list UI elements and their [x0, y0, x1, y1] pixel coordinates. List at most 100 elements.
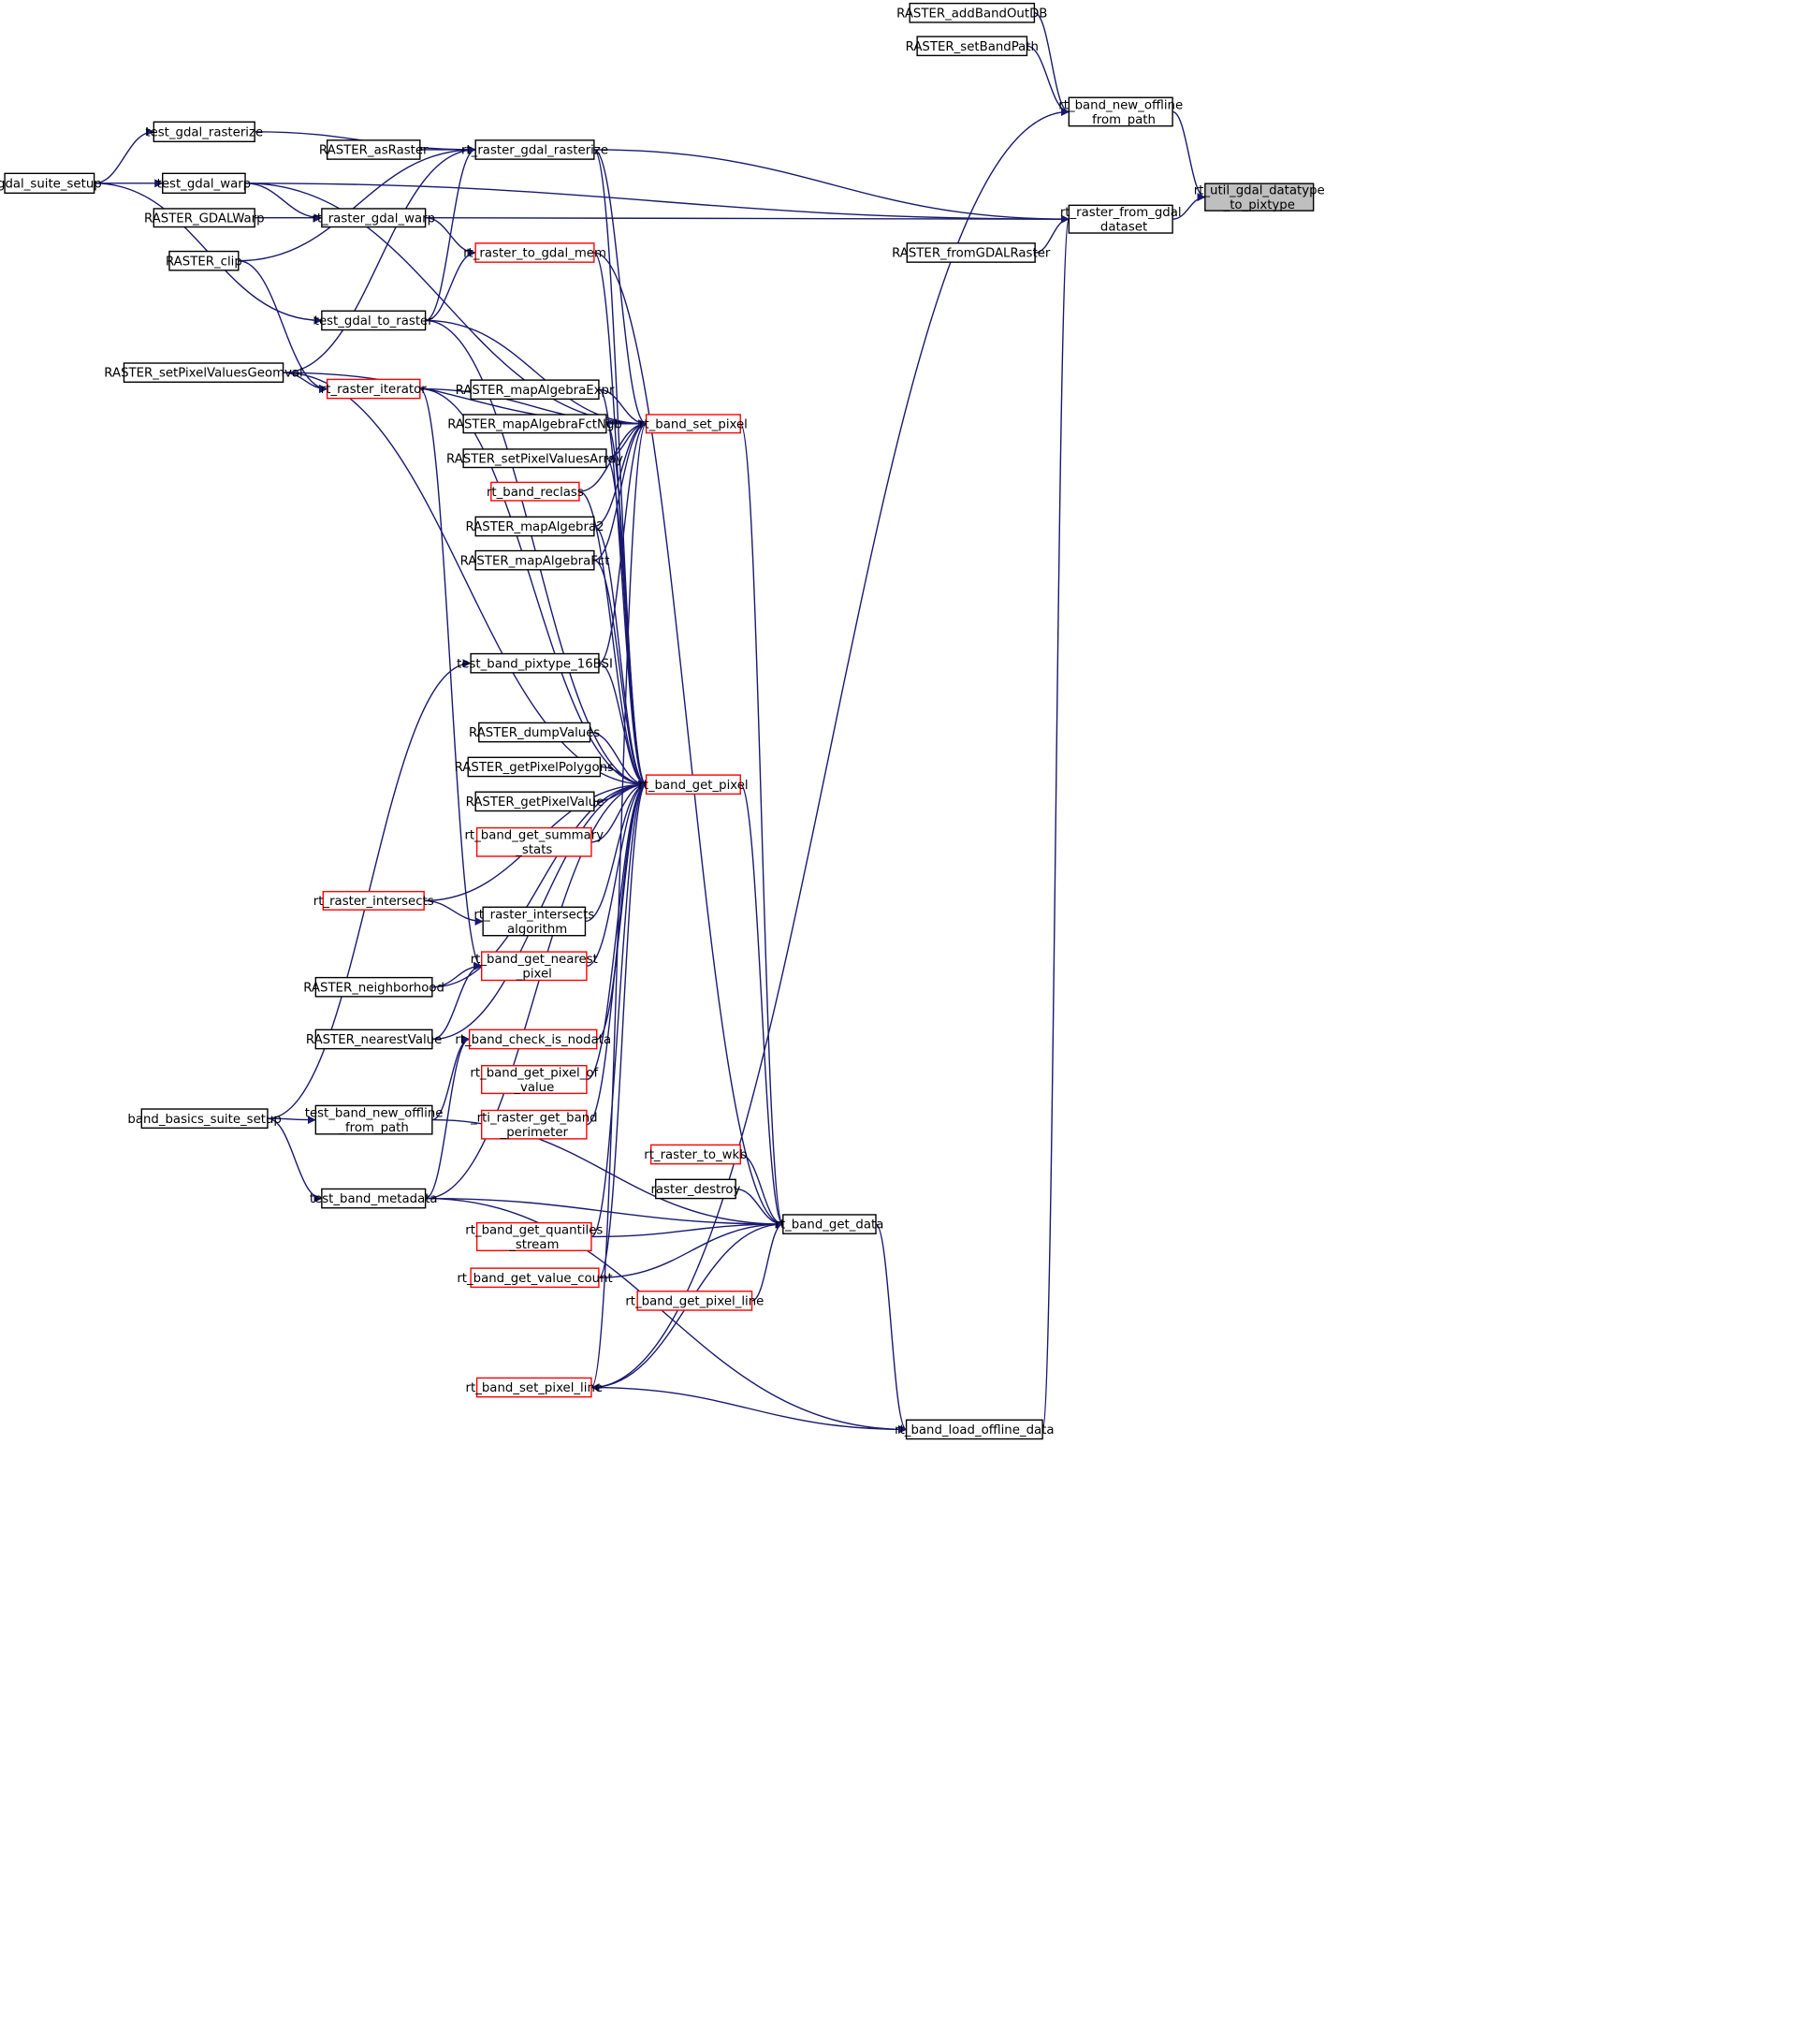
node-label: RASTER_mapAlgebraFct	[460, 554, 610, 568]
graph-node-intersects-alg[interactable]: rt_raster_intersects_algorithm	[473, 906, 594, 937]
graph-node-raster-destroy[interactable]: raster_destroy	[650, 1178, 741, 1200]
graph-node-util-pixtype[interactable]: rt_util_gdal_datatype_to_pixtype	[1194, 182, 1325, 212]
graph-node-pixtype16[interactable]: test_band_pixtype_16BSI	[457, 652, 613, 674]
graph-node-get-data[interactable]: rt_band_get_data	[775, 1214, 883, 1234]
node-label: rt_raster_iterator	[321, 383, 427, 397]
node-label: rt_band_reclass	[487, 486, 584, 500]
edge-get-data-to-load-offline	[875, 1223, 908, 1434]
graph-node-gdal-warp[interactable]: rt_raster_gdal_warp	[312, 208, 435, 228]
graph-node-from-gdal[interactable]: rt_raster_from_gdal_dataset	[1060, 204, 1182, 235]
graph-node-setPVGeomval[interactable]: RASTER_setPixelValuesGeomval	[104, 362, 303, 383]
graph-node-nearestValue[interactable]: RASTER_nearestValue	[306, 1029, 442, 1050]
edge-mapAlgebraFct-to-get-pixel	[593, 559, 648, 789]
node-box	[468, 1029, 598, 1050]
node-box	[474, 516, 595, 537]
edge-nearestValue-to-nearest-pixel	[431, 961, 483, 1041]
node-label: _perimeter	[500, 1126, 569, 1140]
edge-setPVArray-to-get-pixel	[605, 458, 648, 789]
node-box	[474, 139, 595, 160]
node-box	[140, 1108, 269, 1129]
node-label: rt_raster_from_gdal	[1060, 206, 1182, 220]
graph-node-gdal-rasterize[interactable]: rt_raster_gdal_rasterize	[461, 139, 608, 160]
graph-node-nearest-pixel[interactable]: rt_band_get_nearest_pixel	[471, 951, 598, 982]
node-label: rt_band_set_pixel	[639, 417, 748, 431]
graph-node-value-count[interactable]: rt_band_get_value_count	[457, 1267, 613, 1289]
edge-test-to-raster-to-set-pixel	[425, 319, 648, 429]
graph-node-addBandOutDB[interactable]: RASTER_addBandOutDB	[896, 2, 1047, 23]
graph-node-test-new-offline[interactable]: test_band_new_offline_from_path	[305, 1104, 444, 1135]
edge-intersects-alg-to-get-pixel	[585, 780, 648, 923]
graph-node-mapAlgebraFct[interactable]: RASTER_mapAlgebraFct	[460, 549, 610, 571]
edge-quantiles-to-get-data	[590, 1219, 784, 1238]
graph-node-reclass[interactable]: rt_band_reclass	[487, 481, 584, 502]
node-label: RASTER_nearestValue	[306, 1033, 442, 1047]
graph-node-test-to-raster[interactable]: test_gdal_to_raster	[314, 310, 433, 331]
graph-node-set-pixel[interactable]: rt_band_set_pixel	[639, 414, 748, 434]
graph-node-to-wkb[interactable]: rt_raster_to_wkb	[644, 1144, 748, 1165]
graph-node-load-offline[interactable]: rt_band_load_offline_data	[895, 1419, 1055, 1440]
edge-from-gdal-to-util-pixtype	[1172, 193, 1206, 220]
node-label: rt_raster_to_gdal_mem	[463, 247, 606, 261]
graph-node-iterator[interactable]: rt_raster_iterator	[321, 378, 427, 400]
edge-pixel-line-to-get-data	[751, 1219, 784, 1302]
node-box	[478, 722, 591, 743]
node-box	[314, 976, 433, 998]
graph-node-gdal-suite[interactable]: gdal_suite_setup	[0, 172, 102, 195]
node-label: rt_util_gdal_datatype	[1194, 184, 1325, 198]
node-box	[645, 774, 741, 795]
graph-node-neighborhood[interactable]: RASTER_neighborhood	[303, 976, 444, 998]
edge-value-count-to-get-data	[598, 1219, 784, 1278]
node-box	[153, 121, 255, 142]
node-box	[462, 414, 607, 434]
edge-setPVGeomval-to-get-pixel	[283, 372, 648, 789]
graph-node-mapAlgebraExpr[interactable]: RASTER_mapAlgebraExpr	[456, 379, 615, 401]
node-label: rt_raster_intersects	[313, 895, 434, 909]
edge-pixtype16-to-get-pixel	[598, 663, 648, 789]
node-label: rt_band_get_value_count	[457, 1272, 612, 1286]
graph-node-setPVArray[interactable]: RASTER_setPixelValuesArray	[446, 448, 623, 469]
graph-node-pixel-of-value[interactable]: rt_band_get_pixel_of_value	[470, 1064, 599, 1095]
graph-node-clip[interactable]: RASTER_clip	[166, 250, 242, 271]
graph-node-test-warp[interactable]: test_gdal_warp	[157, 172, 252, 195]
node-label: _stream	[508, 1238, 559, 1252]
node-box	[321, 310, 427, 331]
edge-test-metadata-to-get-pixel	[425, 780, 648, 1200]
graph-node-pixel-line[interactable]: rt_band_get_pixel_line	[625, 1291, 764, 1311]
graph-node-test-metadata[interactable]: test_band_metadata	[310, 1188, 438, 1209]
graph-node-mapAlgebraFctNgb[interactable]: RASTER_mapAlgebraFctNgb	[447, 414, 622, 434]
graph-node-asRaster[interactable]: RASTER_asRaster	[319, 139, 429, 160]
node-box	[1068, 96, 1173, 127]
edge-load-offline-to-set-pixel-line	[590, 1383, 907, 1431]
edge-band-suite-to-test-metadata	[267, 1117, 323, 1204]
edge-iterator-to-get-pixel	[419, 387, 648, 789]
node-label: RASTER_mapAlgebraFctNgb	[447, 417, 622, 431]
graph-node-getPixelPolygons[interactable]: RASTER_getPixelPolygons	[455, 756, 614, 778]
node-label: test_band_new_offline	[305, 1106, 444, 1120]
graph-node-perimeter[interactable]: _rti_raster_get_band_perimeter	[470, 1109, 598, 1140]
graph-node-quantiles[interactable]: rt_band_get_quantiles_stream	[465, 1221, 603, 1252]
graph-node-get-pixel[interactable]: rt_band_get_pixel	[638, 774, 749, 795]
graph-node-summary-stats[interactable]: rt_band_get_summary_stats	[464, 826, 604, 858]
graph-node-set-pixel-line[interactable]: rt_band_set_pixel_line	[466, 1377, 604, 1398]
edge-to-gdal-mem-to-get-data	[593, 252, 784, 1229]
graph-node-check-nodata[interactable]: rt_band_check_is_nodata	[455, 1029, 611, 1050]
node-label: _pixel	[516, 968, 552, 982]
node-box	[480, 1109, 588, 1140]
graph-node-fromGDALRaster[interactable]: RASTER_fromGDALRaster	[892, 242, 1051, 263]
node-label: rt_band_check_is_nodata	[455, 1033, 611, 1047]
graph-node-setBandPath[interactable]: RASTER_setBandPath	[906, 36, 1039, 57]
node-box	[467, 756, 602, 778]
graph-node-dumpValues[interactable]: RASTER_dumpValues	[469, 722, 600, 743]
graph-node-new-offline[interactable]: rt_band_new_offline_from_path	[1058, 96, 1183, 127]
graph-node-GDALWarp[interactable]: RASTER_GDALWarp	[144, 208, 265, 228]
node-label: test_gdal_warp	[157, 177, 252, 191]
edge-test-to-raster-to-gdal-rasterize	[425, 145, 476, 322]
edge-test-to-raster-to-to-gdal-mem	[425, 248, 476, 322]
graph-node-test-rasterize[interactable]: test_gdal_rasterize	[145, 121, 263, 142]
graph-node-mapAlgebra2[interactable]: RASTER_mapAlgebra2	[465, 516, 604, 537]
node-box	[655, 1178, 736, 1200]
graph-node-band-suite[interactable]: band_basics_suite_setup	[127, 1108, 282, 1129]
graph-node-intersects[interactable]: rt_raster_intersects	[313, 890, 434, 911]
graph-node-to-gdal-mem[interactable]: rt_raster_to_gdal_mem	[463, 242, 606, 263]
graph-node-getPixelValue[interactable]: RASTER_getPixelValue	[466, 791, 604, 812]
